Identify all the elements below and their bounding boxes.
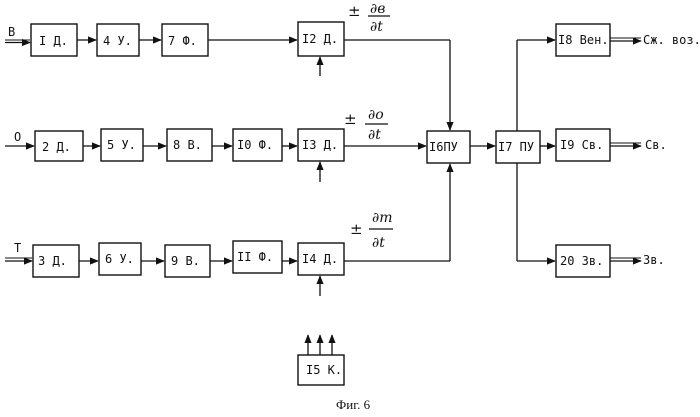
- block-3: 3 Д.: [33, 245, 79, 277]
- block-12-label: I2 Д.: [302, 32, 338, 46]
- block-18-label: I8 Вен.: [558, 33, 609, 47]
- block-19: I9 Св.: [556, 129, 610, 161]
- block-13: I3 Д.: [298, 129, 344, 161]
- block-8-label: 8 В.: [173, 138, 202, 152]
- block-9: 9 В.: [165, 245, 210, 277]
- block-5-label: 5 У.: [107, 138, 136, 152]
- block-9-label: 9 В.: [171, 254, 200, 268]
- block-20-label: 20 Зв.: [560, 254, 603, 268]
- block-3-label: 3 Д.: [38, 254, 67, 268]
- derivative-t: ± ∂т ∂t: [350, 210, 393, 251]
- block-2: 2 Д.: [35, 131, 83, 161]
- input-label-t: Т: [14, 241, 21, 255]
- block-4-label: 4 У.: [103, 34, 132, 48]
- block-13-label: I3 Д.: [302, 138, 338, 152]
- block-17-label: I7 ПУ: [498, 140, 534, 154]
- derivative-o-denominator: ∂t: [368, 127, 381, 143]
- block-12: I2 Д.: [298, 22, 344, 56]
- block-16: I6ПУ: [427, 131, 470, 163]
- block-5: 5 У.: [101, 129, 143, 161]
- derivative-o-sign: ±: [344, 110, 357, 128]
- derivative-t-denominator: ∂t: [372, 235, 385, 251]
- output-label-20: Зв.: [643, 253, 665, 267]
- derivative-t-numerator: ∂т: [372, 210, 393, 226]
- input-label-o: О: [14, 130, 21, 144]
- derivative-o: ± ∂о ∂t: [344, 107, 388, 143]
- derivative-t-sign: ±: [350, 220, 363, 238]
- block-20: 20 Зв.: [556, 245, 610, 277]
- block-7: 7 Ф.: [162, 24, 208, 56]
- input-label-b: В: [8, 25, 15, 39]
- block-1-label: I Д.: [39, 34, 68, 48]
- block-6: 6 У.: [99, 243, 141, 275]
- figure-caption: Фиг. 6: [336, 397, 371, 412]
- block-2-label: 2 Д.: [42, 140, 71, 154]
- block-1: I Д.: [31, 24, 77, 56]
- derivative-b-denominator: ∂t: [370, 19, 383, 35]
- block-18: I8 Вен.: [556, 24, 610, 56]
- block-14-label: I4 Д.: [302, 252, 338, 266]
- block-8: 8 В.: [167, 129, 212, 161]
- block-11-label: II Ф.: [237, 250, 273, 264]
- block-19-label: I9 Св.: [560, 138, 603, 152]
- block-14: I4 Д.: [298, 243, 344, 275]
- block-10: I0 Ф.: [233, 129, 282, 161]
- block-10-label: I0 Ф.: [237, 138, 273, 152]
- derivative-b-numerator: ∂в: [370, 1, 385, 17]
- block-11: II Ф.: [233, 241, 282, 273]
- block-6-label: 6 У.: [105, 252, 134, 266]
- output-label-19: Св.: [645, 138, 667, 152]
- block-4: 4 У.: [97, 24, 139, 56]
- block-15-label: I5 К.: [306, 363, 342, 377]
- derivative-b: ± ∂в ∂t: [348, 1, 390, 35]
- derivative-b-sign: ±: [348, 2, 361, 20]
- block-15: I5 К.: [298, 355, 344, 385]
- derivative-o-numerator: ∂о: [368, 107, 384, 123]
- block-7-label: 7 Ф.: [168, 34, 197, 48]
- block-16-label: I6ПУ: [429, 140, 458, 154]
- output-label-18: Сж. воз.: [643, 33, 700, 47]
- block-17: I7 ПУ: [496, 131, 540, 163]
